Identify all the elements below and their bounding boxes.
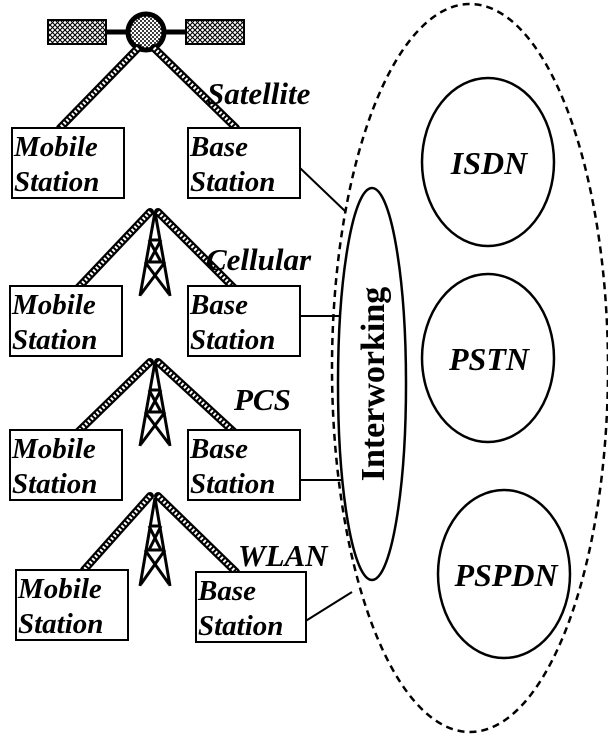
cellular-label: Cellular bbox=[206, 242, 312, 277]
base-station-line2: Station bbox=[198, 610, 283, 642]
base-station-line1: Base bbox=[189, 433, 248, 465]
mobile-station-line1: Mobile bbox=[17, 573, 102, 605]
base-station-line2: Station bbox=[190, 324, 275, 356]
wlan-label: WLAN bbox=[238, 538, 329, 573]
base-station-line2: Station bbox=[190, 468, 275, 500]
mobile-station-line2: Station bbox=[18, 608, 103, 640]
interworking-node bbox=[336, 186, 408, 582]
base-station-pcs: Base Station bbox=[187, 429, 301, 501]
mobile-station-line2: Station bbox=[12, 324, 97, 356]
mobile-station-cellular: Mobile Station bbox=[9, 285, 123, 357]
interworking-label: Interworking bbox=[355, 287, 392, 482]
pcs-label: PCS bbox=[233, 382, 291, 417]
cellular-tower-icon bbox=[138, 211, 172, 297]
pcs-tower-icon bbox=[138, 361, 172, 447]
network-pspdn bbox=[436, 488, 572, 660]
base-station-wlan: Base Station bbox=[195, 571, 307, 643]
base-station-line1: Base bbox=[189, 289, 248, 321]
satellite-icon bbox=[47, 11, 245, 53]
wlan-tower-icon bbox=[138, 497, 172, 587]
network-isdn bbox=[420, 76, 556, 248]
mobile-station-line1: Mobile bbox=[11, 289, 96, 321]
base-station-cellular: Base Station bbox=[187, 285, 301, 357]
base-station-line1: Base bbox=[189, 131, 248, 163]
network-pstn-label: PSTN bbox=[448, 341, 531, 377]
network-pstn bbox=[420, 272, 556, 444]
network-pspdn-label: PSPDN bbox=[453, 557, 559, 593]
network-cloud bbox=[330, 2, 608, 734]
mobile-station-line2: Station bbox=[12, 468, 97, 500]
mobile-station-wlan: Mobile Station bbox=[15, 569, 129, 641]
satellite-label: Satellite bbox=[207, 76, 311, 111]
mobile-station-line1: Mobile bbox=[13, 131, 98, 163]
mobile-station-satellite: Mobile Station bbox=[11, 127, 125, 199]
base-station-line2: Station bbox=[190, 166, 275, 198]
base-station-satellite: Base Station bbox=[187, 127, 301, 199]
mobile-station-pcs: Mobile Station bbox=[9, 429, 123, 501]
base-station-line1: Base bbox=[197, 575, 256, 607]
mobile-station-line1: Mobile bbox=[11, 433, 96, 465]
network-isdn-label: ISDN bbox=[450, 145, 529, 181]
mobile-station-line2: Station bbox=[14, 166, 99, 198]
